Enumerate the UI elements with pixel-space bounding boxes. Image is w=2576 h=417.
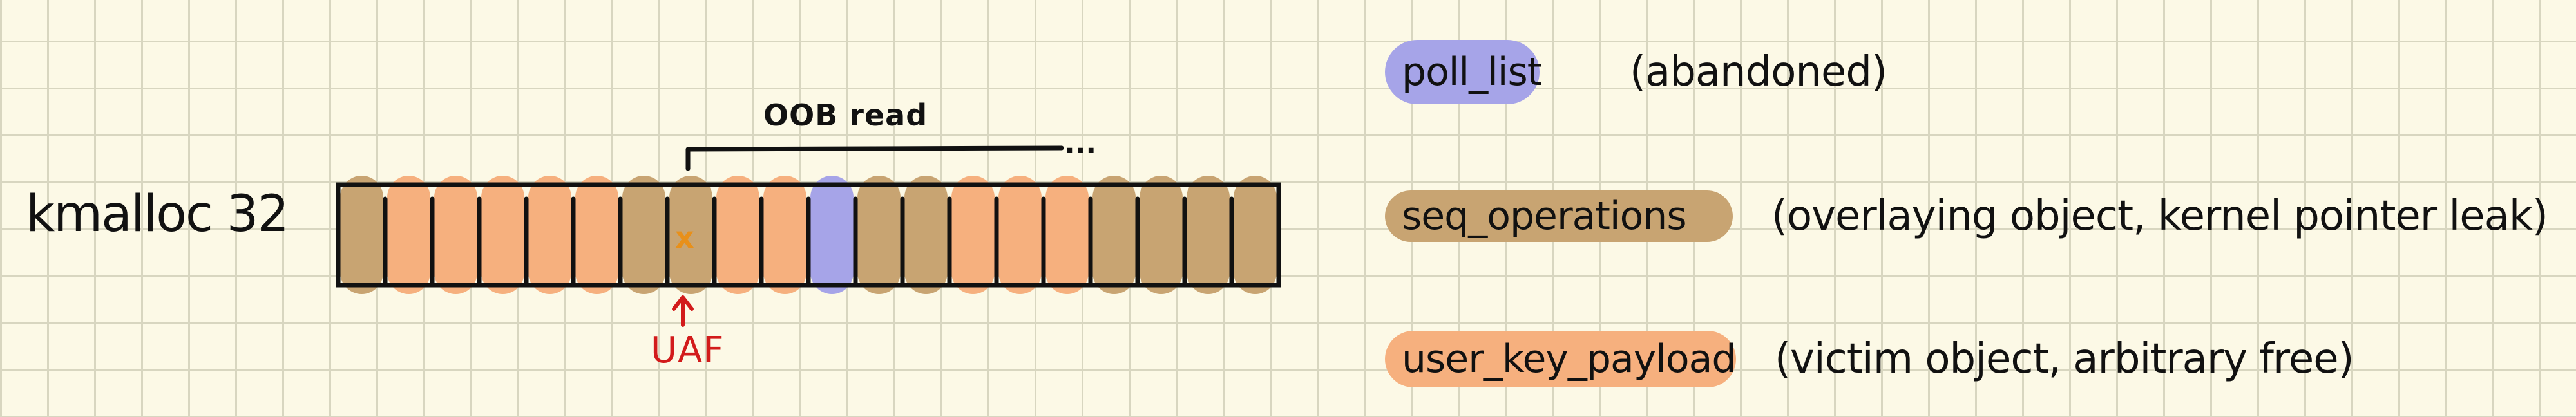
- slot-seq-operations: [340, 176, 383, 294]
- legend-note-seq-operations: (overlaying object, kernel pointer leak): [1771, 192, 2548, 240]
- slot-user-key-payload: [763, 176, 806, 294]
- heap-cache-label: kmalloc 32: [26, 185, 289, 243]
- slot-user-key-payload: [998, 176, 1042, 294]
- uaf-pointer: x: [672, 220, 694, 327]
- slot-user-key-payload: [434, 176, 477, 294]
- slot-seq-operations: [1234, 176, 1277, 294]
- slot-seq-operations: [669, 176, 712, 294]
- slot-seq-operations: [857, 176, 901, 294]
- slot-user-key-payload: [716, 176, 759, 294]
- slot-seq-operations: [1140, 176, 1183, 294]
- slot-seq-operations: [1092, 176, 1136, 294]
- uaf-marker: x: [675, 220, 694, 255]
- legend-swatch-poll-list: poll_list: [1385, 40, 1542, 104]
- legend-note-poll-list: (abandoned): [1630, 48, 1887, 96]
- slot-user-key-payload: [528, 176, 571, 294]
- slot-user-key-payload: [951, 176, 995, 294]
- oob-read-label: OOB read: [763, 98, 928, 133]
- uaf-arrow-icon: [672, 295, 694, 327]
- legend-swatch-seq-operations: seq_operations: [1385, 190, 1733, 242]
- slot-seq-operations: [1187, 176, 1230, 294]
- oob-bracket-line: [685, 145, 1064, 171]
- slot-user-key-payload: [481, 176, 524, 294]
- uaf-label: UAF: [651, 329, 725, 371]
- oob-ellipsis: ...: [1064, 127, 1096, 160]
- slot-user-key-payload: [387, 176, 430, 294]
- legend-row-seq-operations: seq_operations (overlaying object, kerne…: [1385, 184, 2548, 248]
- legend-row-poll-list: poll_list (abandoned): [1385, 40, 1887, 104]
- legend-row-user-key-payload: user_key_payload (victim object, arbitra…: [1385, 327, 2354, 391]
- slab-cache-row: [336, 182, 1281, 288]
- slot-seq-operations: [622, 176, 665, 294]
- slot-user-key-payload: [575, 176, 618, 294]
- oob-read-bracket: ...: [685, 127, 1096, 171]
- slot-poll-list: [810, 176, 854, 294]
- legend-swatch-user-key-payload: user_key_payload: [1385, 331, 1737, 387]
- legend-note-user-key-payload: (victim object, arbitrary free): [1775, 335, 2354, 383]
- slot-user-key-payload: [1045, 176, 1089, 294]
- slot-blobs: [340, 176, 1277, 294]
- slot-seq-operations: [904, 176, 948, 294]
